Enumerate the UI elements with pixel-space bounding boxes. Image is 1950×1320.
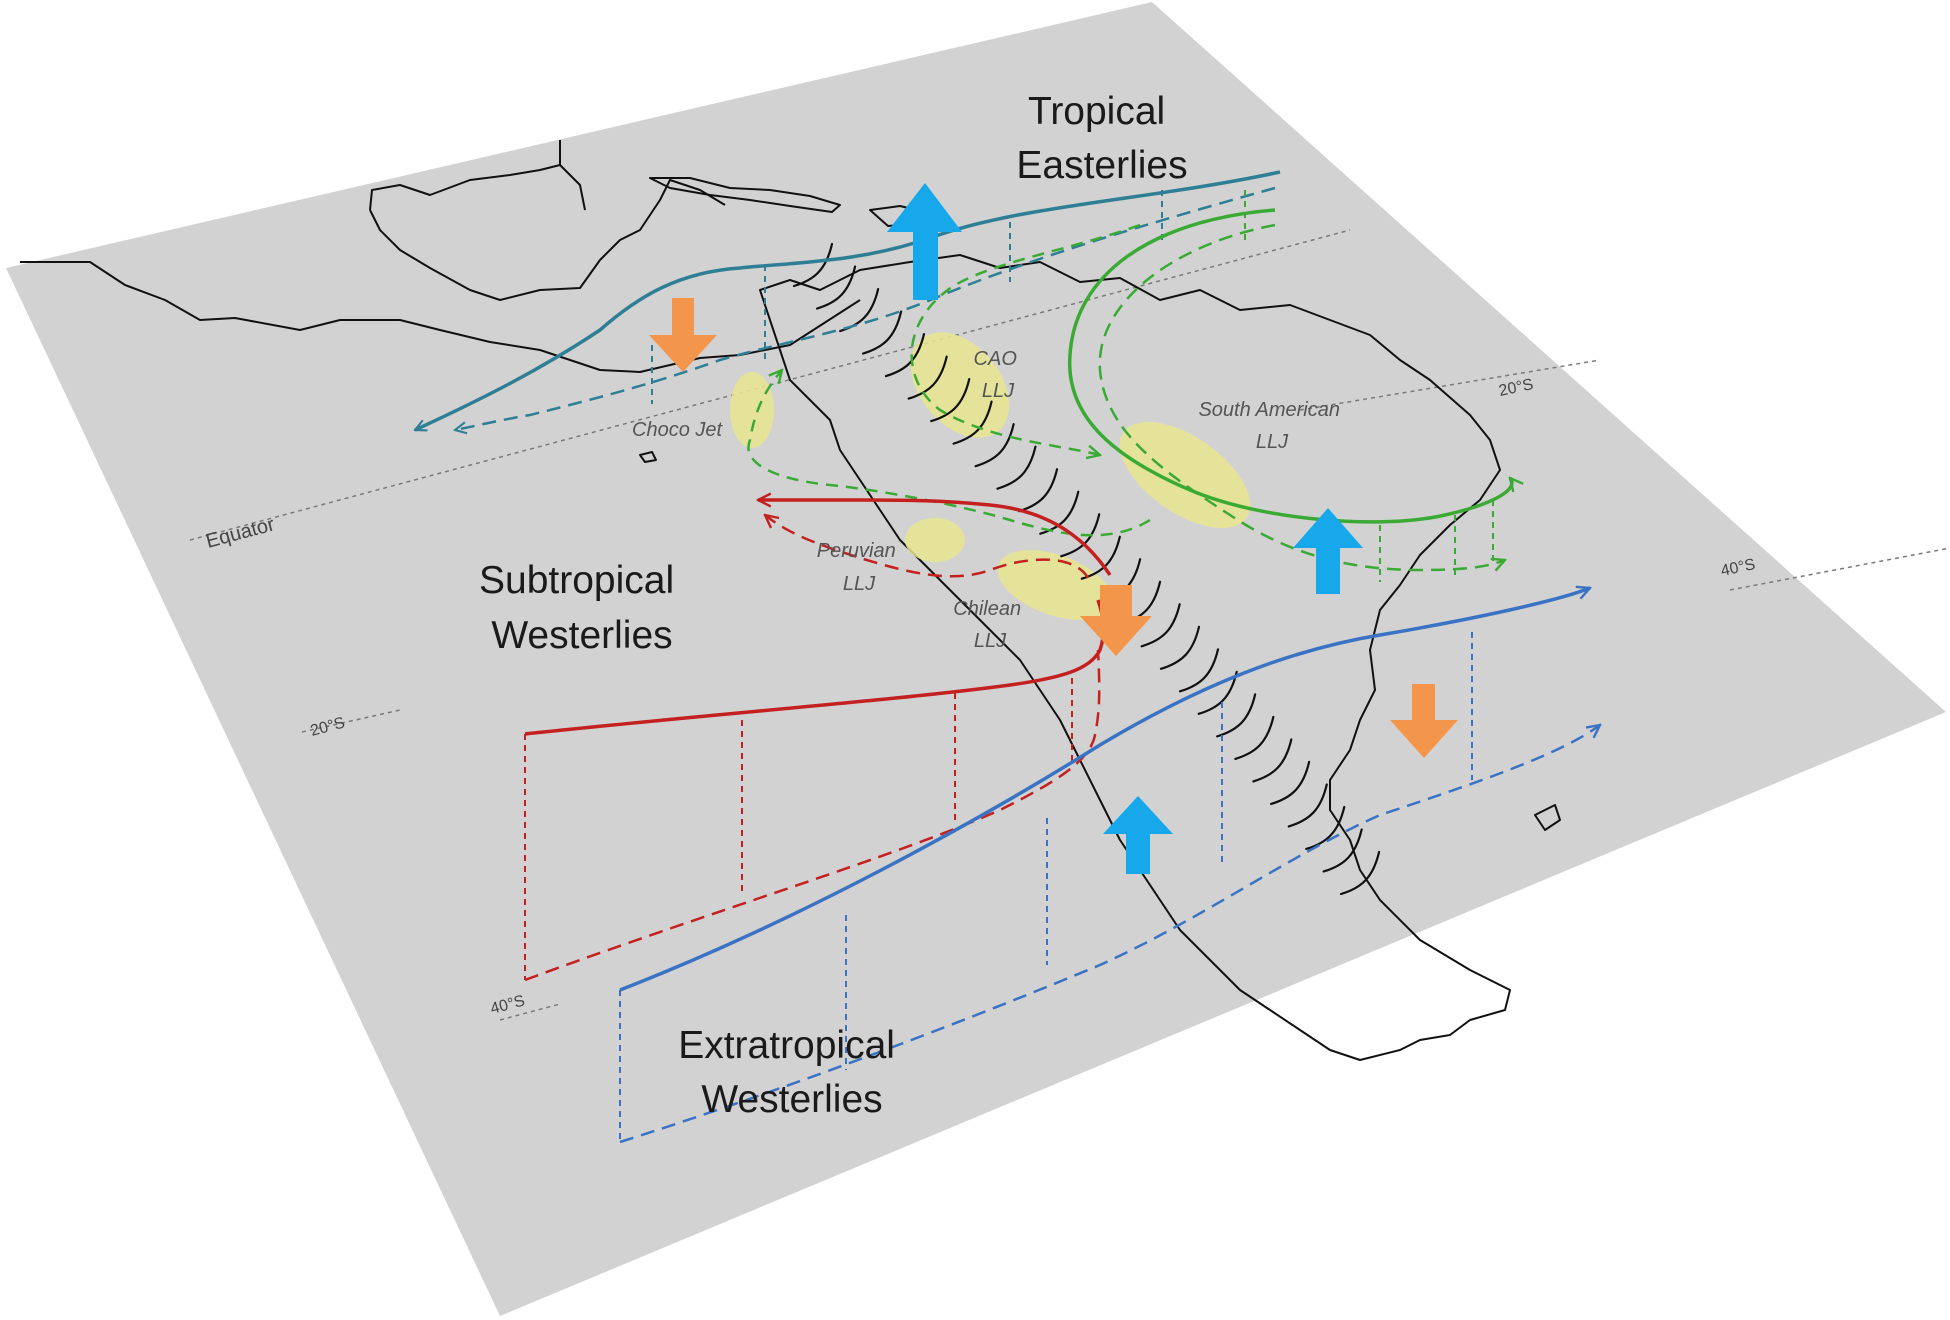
gulf-coast (369, 164, 561, 211)
andes-ridge-mark (1287, 783, 1328, 828)
andes-ridge-mark (1234, 715, 1275, 760)
andes-ridge-mark (815, 265, 857, 310)
peruvian-llj-label: Peruvian LLJ (817, 540, 902, 595)
andes-ridge-mark (1216, 693, 1257, 738)
downward-arrow-icon (1390, 684, 1458, 758)
jet-highlights (730, 332, 1251, 620)
tropical-easterlies-flow (415, 170, 1281, 432)
extratropical-westerlies-label: Extratropical Westerlies (678, 1024, 906, 1121)
lat40s-line-left (499, 1003, 561, 1021)
chilean-llj-highlight (997, 550, 1113, 620)
lat20s-line-left (301, 709, 401, 733)
subtropical-westerlies-flow (524, 500, 1112, 982)
andes-ridge-mark (792, 242, 834, 288)
low-level-jet-flow (747, 190, 1512, 582)
subtropical-dashed-arrow (765, 515, 1090, 579)
extratropical-solid-arrow (619, 588, 1590, 992)
andes-ridge-mark (952, 400, 993, 445)
lat20s-label-right: 20°S (1497, 376, 1535, 400)
andes-ridge-mark (907, 355, 948, 400)
andes-ridge-mark (1140, 603, 1181, 648)
south-american-llj-label: South American LLJ (1198, 399, 1345, 453)
andes-ridge-mark (1178, 648, 1220, 693)
tropical-easterlies-label: Tropical Easterlies (1016, 90, 1187, 187)
coastlines (20, 140, 1561, 1061)
andes-ridge-mark (930, 378, 971, 423)
andes-ridge-mark (1339, 850, 1381, 896)
andes-ridge-mark (1305, 805, 1346, 851)
falkland-islands (1534, 804, 1561, 831)
subtropical-lower-dashed (524, 649, 1101, 982)
downward-arrow-icon (1080, 585, 1152, 656)
upward-arrow-icon (887, 183, 962, 300)
chilean-llj-label: Chilean LLJ (953, 598, 1026, 652)
green-dashed-outer (1098, 223, 1505, 570)
easterlies-upper-arrow (415, 170, 1281, 432)
andes-ridge-mark (996, 445, 1037, 490)
cao-llj-highlight (910, 332, 1010, 438)
extratropical-westerlies-flow (619, 588, 1600, 1144)
vertical-motion-arrows (649, 183, 1458, 874)
andes-ridge-mark (1252, 738, 1293, 783)
extratropical-dashed-arrow (619, 725, 1600, 1144)
andes-ridge-mark (1060, 513, 1101, 558)
andes-ridge-mark (1039, 490, 1080, 535)
andes-ridge-mark (862, 310, 903, 355)
andes-ridge-mark (1322, 828, 1363, 873)
lat20s-line-right (1299, 359, 1601, 411)
subtropical-westerlies-label: Subtropical Westerlies (479, 559, 685, 657)
cuba (649, 177, 841, 213)
upward-arrow-icon (1293, 508, 1363, 594)
subtropical-upper-arrow (758, 500, 1112, 576)
upward-arrow-icon (1103, 796, 1173, 874)
lat40s-label-right: 40°S (1719, 556, 1757, 580)
downward-arrow-icon (649, 298, 717, 372)
green-dashed-choco-loop (747, 370, 1151, 537)
andes-ridge-mark (1159, 625, 1201, 670)
galapagos (639, 451, 657, 463)
andes-ridge-mark (974, 423, 1015, 468)
choco-jet-label: Choco Jet (632, 419, 723, 441)
green-dashed-inner-arrow (910, 223, 1141, 455)
south-america-coast (759, 254, 1511, 1061)
map-plane (6, 2, 1946, 1316)
cao-llj-label: CAO LLJ (974, 348, 1023, 402)
lat40s-line-right (1729, 547, 1950, 591)
andes-ridge-mark (1270, 760, 1311, 806)
choco-jet-highlight (730, 372, 774, 448)
peruvian-llj-highlight (905, 518, 965, 562)
green-solid-arrow (1068, 208, 1512, 524)
subtropical-lower-solid (524, 599, 1106, 736)
andes-ridge-mark (884, 332, 926, 378)
easterlies-lower-arrow (455, 186, 1276, 430)
